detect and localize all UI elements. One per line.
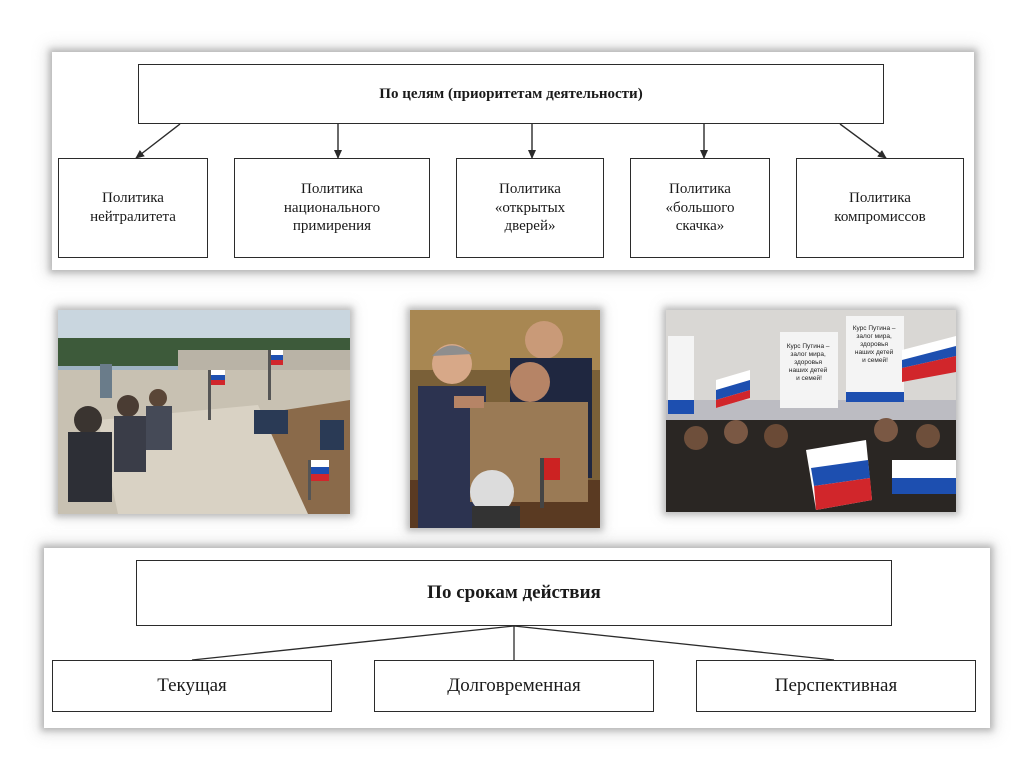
parliament-fight-photo	[410, 310, 600, 528]
goal-item-line: Политика	[669, 181, 731, 197]
conference-meeting-photo	[58, 310, 350, 514]
term-item-prospective: Перспективная	[696, 660, 976, 712]
goal-item-line: дверей»	[505, 218, 556, 234]
goal-item-line: Политика	[499, 181, 561, 197]
terms-title: По срокам действия	[427, 581, 601, 605]
goal-item-reconciliation: Политика национального примирения	[234, 158, 430, 258]
goal-item-line: «большого	[665, 200, 734, 216]
goal-item-line: «открытых	[495, 200, 565, 216]
goals-title-box: По целям (приоритетам деятельности)	[138, 64, 884, 124]
terms-title-box: По срокам действия	[136, 560, 892, 626]
term-item-label: Долговременная	[447, 674, 580, 698]
goal-item-line: Политика	[301, 181, 363, 197]
goal-item-compromise: Политика компромиссов	[796, 158, 964, 258]
goal-item-line: Политика	[849, 190, 911, 206]
goal-item-line: Политика	[102, 190, 164, 206]
street-rally-photo: Курс Путина – залог мира, здоровья наших…	[666, 310, 956, 512]
term-item-label: Перспективная	[775, 674, 897, 698]
goal-item-great-leap: Политика «большого скачка»	[630, 158, 770, 258]
goal-item-neutrality: Политика нейтралитета	[58, 158, 208, 258]
goal-item-line: компромиссов	[834, 209, 925, 225]
goal-item-open-doors: Политика «открытых дверей»	[456, 158, 604, 258]
goals-title: По целям (приоритетам деятельности)	[379, 85, 642, 104]
goal-item-line: нейтралитета	[90, 209, 176, 225]
term-item-current: Текущая	[52, 660, 332, 712]
goal-item-line: примирения	[293, 218, 371, 234]
term-item-label: Текущая	[157, 674, 227, 698]
goal-item-line: национального	[284, 200, 380, 216]
term-item-long-term: Долговременная	[374, 660, 654, 712]
goal-item-line: скачка»	[676, 218, 725, 234]
